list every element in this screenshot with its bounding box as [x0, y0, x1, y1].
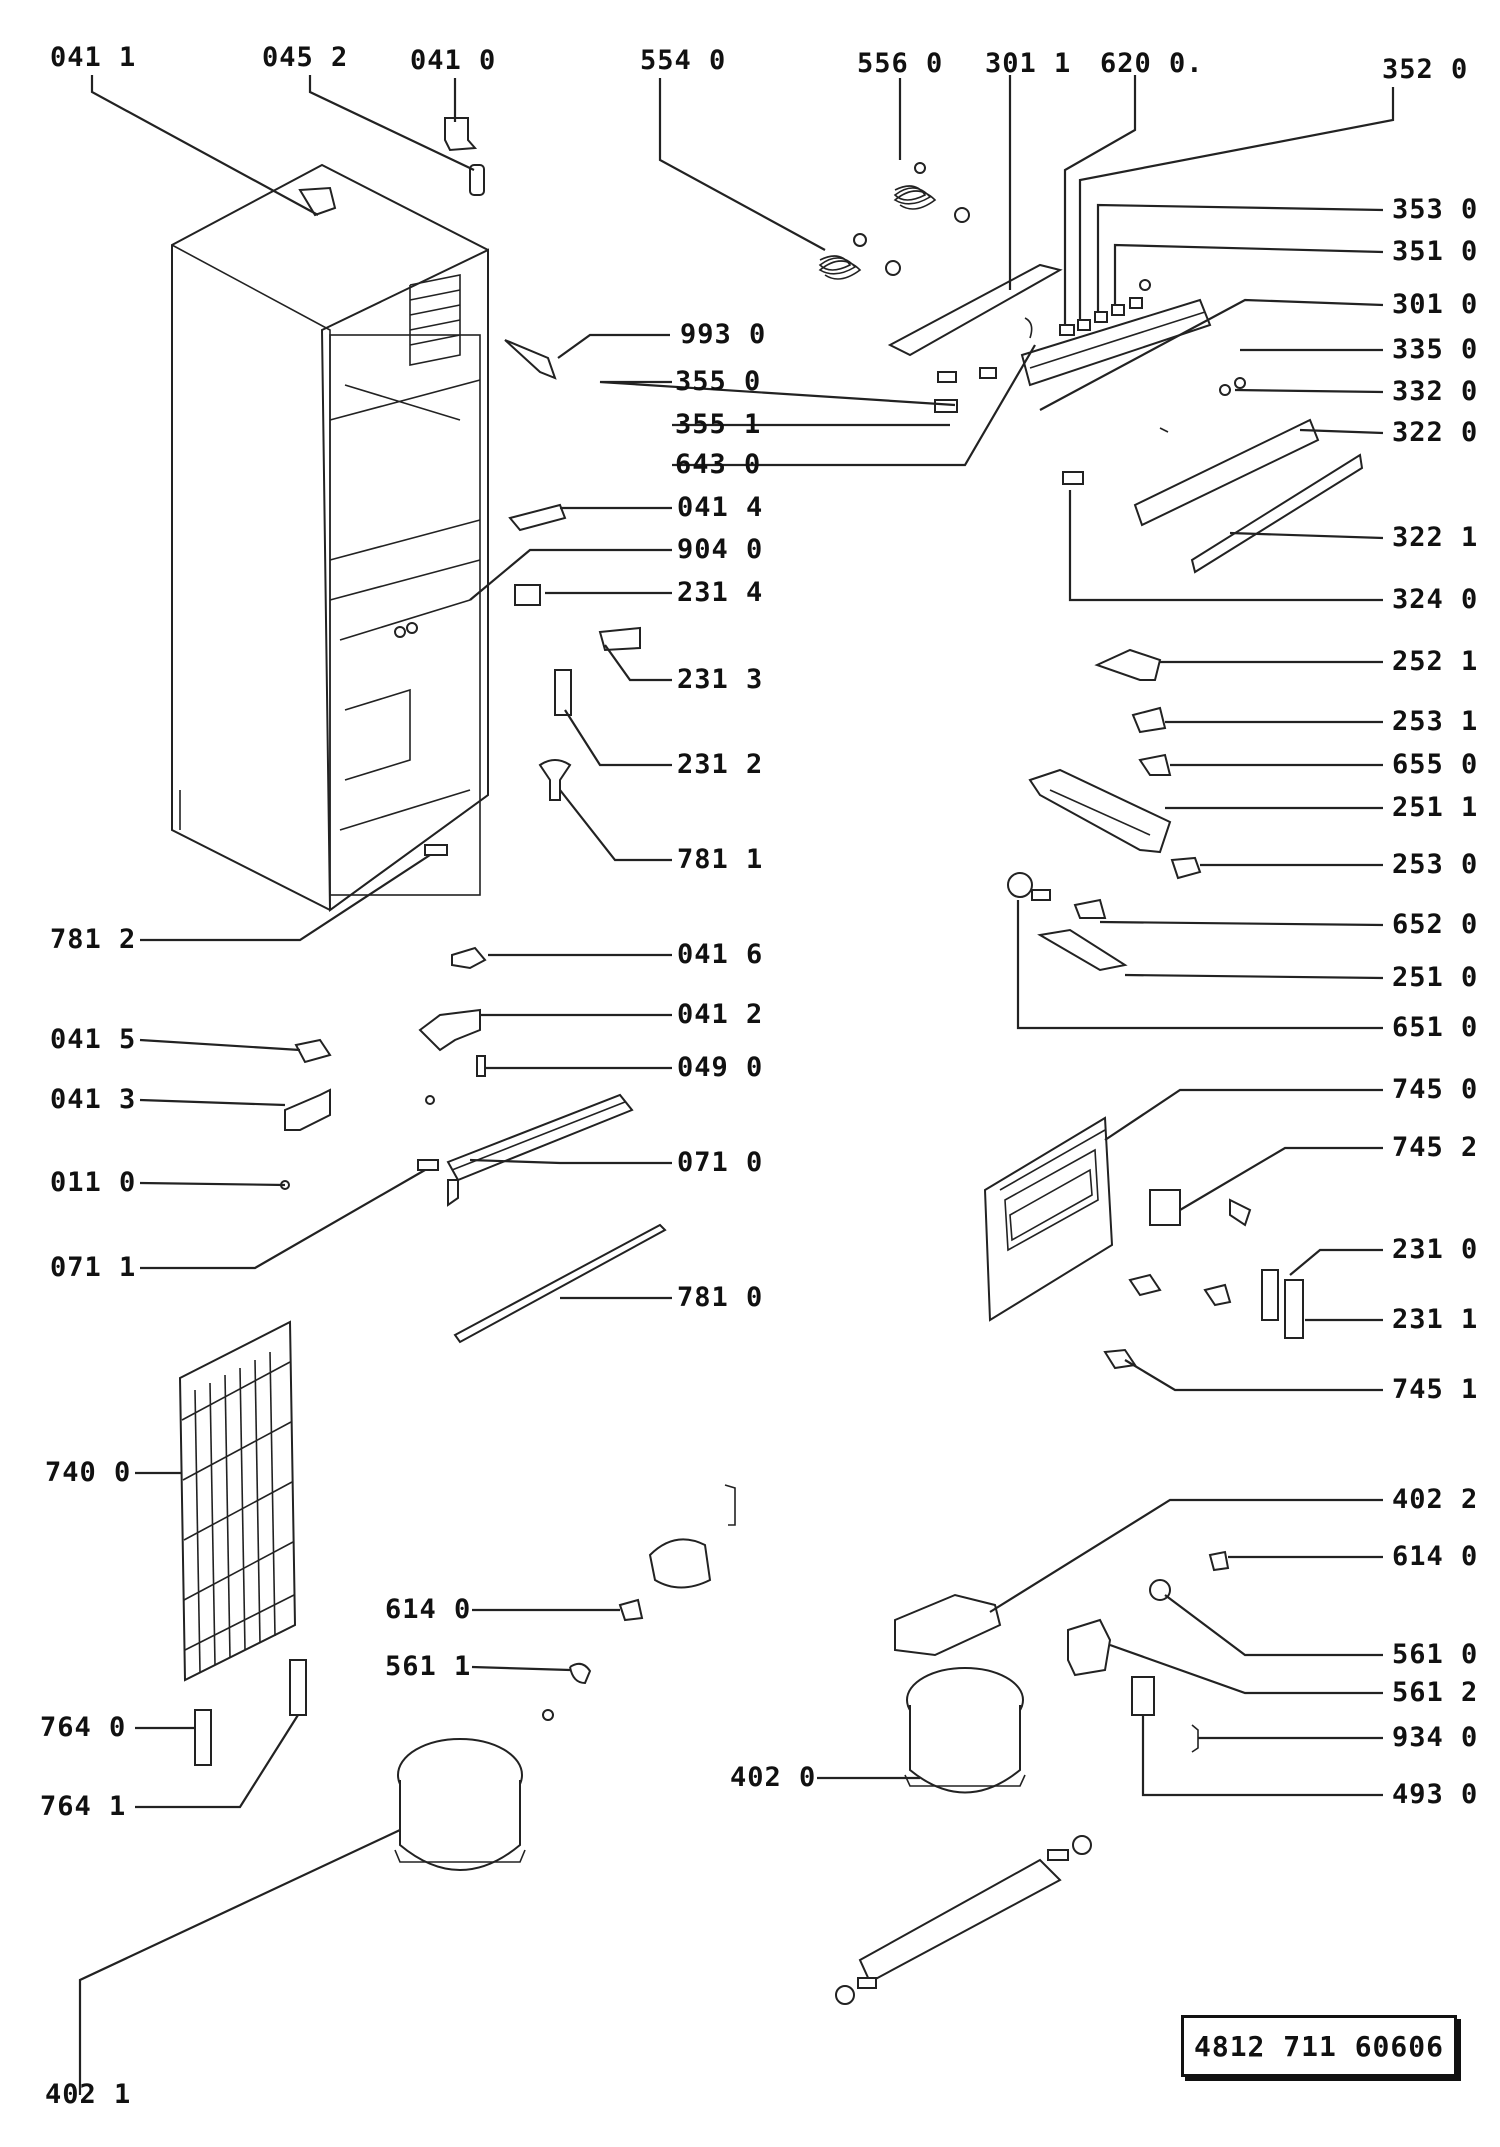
part-label-934-0: 934 0 [1392, 1722, 1479, 1753]
evaporator-door [983, 1116, 1304, 1370]
part-label-301-1: 301 1 [985, 48, 1072, 79]
part-label-041-3: 041 3 [50, 1084, 137, 1115]
part-label-614-0-left: 614 0 [385, 1594, 472, 1625]
part-label-253-1: 253 1 [1392, 706, 1479, 737]
lamp-parts [1007, 648, 1202, 972]
part-label-352-0: 352 0 [1382, 54, 1469, 85]
part-label-324-0: 324 0 [1392, 584, 1479, 615]
springs [818, 162, 970, 280]
condenser-coil [178, 1320, 307, 1766]
part-label-745-2: 745 2 [1392, 1132, 1479, 1163]
part-label-781-1: 781 1 [677, 844, 764, 875]
diagram-reference-number: 4812 711 60606 [1193, 2029, 1444, 2063]
part-label-402-2: 402 2 [1392, 1484, 1479, 1515]
part-label-561-0: 561 0 [1392, 1639, 1479, 1670]
part-label-740-0: 740 0 [45, 1457, 132, 1488]
part-label-652-0: 652 0 [1392, 909, 1479, 940]
part-label-335-0: 335 0 [1392, 334, 1479, 365]
part-label-643-0: 643 0 [675, 449, 762, 480]
part-label-041-4: 041 4 [677, 492, 764, 523]
leader-lines [78, 75, 1395, 2095]
part-label-355-0: 355 0 [675, 366, 762, 397]
control-panel-parts [887, 263, 1364, 574]
part-label-231-1: 231 1 [1392, 1304, 1479, 1335]
hinge-parts [298, 117, 485, 217]
refrigerator-cabinet [171, 163, 489, 912]
compressor-accessories [542, 1484, 1230, 2005]
part-label-041-0: 041 0 [410, 45, 497, 76]
part-label-301-0: 301 0 [1392, 289, 1479, 320]
part-label-332-0: 332 0 [1392, 376, 1479, 407]
part-label-402-1: 402 1 [45, 2079, 132, 2110]
part-label-353-0: 353 0 [1392, 194, 1479, 225]
part-label-041-2: 041 2 [677, 999, 764, 1030]
part-label-071-1: 071 1 [50, 1252, 137, 1283]
part-label-764-0: 764 0 [40, 1712, 127, 1743]
diagram-reference-box: 4812 711 60606 [1181, 2015, 1457, 2077]
part-label-781-2: 781 2 [50, 924, 137, 955]
part-label-253-0: 253 0 [1392, 849, 1479, 880]
part-label-554-0: 554 0 [640, 45, 727, 76]
compressor-left [394, 1738, 526, 1871]
part-label-493-0: 493 0 [1392, 1779, 1479, 1810]
part-label-764-1: 764 1 [40, 1791, 127, 1822]
part-label-231-0: 231 0 [1392, 1234, 1479, 1265]
part-label-655-0: 655 0 [1392, 749, 1479, 780]
part-label-231-3: 231 3 [677, 664, 764, 695]
compressor-right [904, 1667, 1026, 1794]
part-label-561-2: 561 2 [1392, 1677, 1479, 1708]
part-label-251-0: 251 0 [1392, 962, 1479, 993]
part-label-041-5: 041 5 [50, 1024, 137, 1055]
part-label-651-0: 651 0 [1392, 1012, 1479, 1043]
part-label-049-0: 049 0 [677, 1052, 764, 1083]
part-label-231-4: 231 4 [677, 577, 764, 608]
part-label-041-6: 041 6 [677, 939, 764, 970]
part-label-402-0: 402 0 [730, 1762, 817, 1793]
part-label-251-1: 251 1 [1392, 792, 1479, 823]
part-label-071-0: 071 0 [677, 1147, 764, 1178]
part-label-045-2: 045 2 [262, 42, 349, 73]
mounting-brackets [280, 946, 487, 1190]
bracket-parts [394, 339, 641, 856]
part-label-041-1: 041 1 [50, 42, 137, 73]
part-label-993-0: 993 0 [680, 319, 767, 350]
part-label-904-0: 904 0 [677, 534, 764, 565]
part-label-231-2: 231 2 [677, 749, 764, 780]
part-label-620-0: 620 0. [1100, 48, 1204, 79]
part-label-556-0: 556 0 [857, 48, 944, 79]
part-label-745-1: 745 1 [1392, 1374, 1479, 1405]
rails [417, 1093, 667, 1344]
part-label-322-0: 322 0 [1392, 417, 1479, 448]
part-label-355-1: 355 1 [675, 409, 762, 440]
part-label-351-0: 351 0 [1392, 236, 1479, 267]
part-label-745-0: 745 0 [1392, 1074, 1479, 1105]
part-label-252-1: 252 1 [1392, 646, 1479, 677]
part-label-322-1: 322 1 [1392, 522, 1479, 553]
part-label-011-0: 011 0 [50, 1167, 137, 1198]
part-label-781-0: 781 0 [677, 1282, 764, 1313]
part-label-561-1: 561 1 [385, 1651, 472, 1682]
part-label-614-0-right: 614 0 [1392, 1541, 1479, 1572]
